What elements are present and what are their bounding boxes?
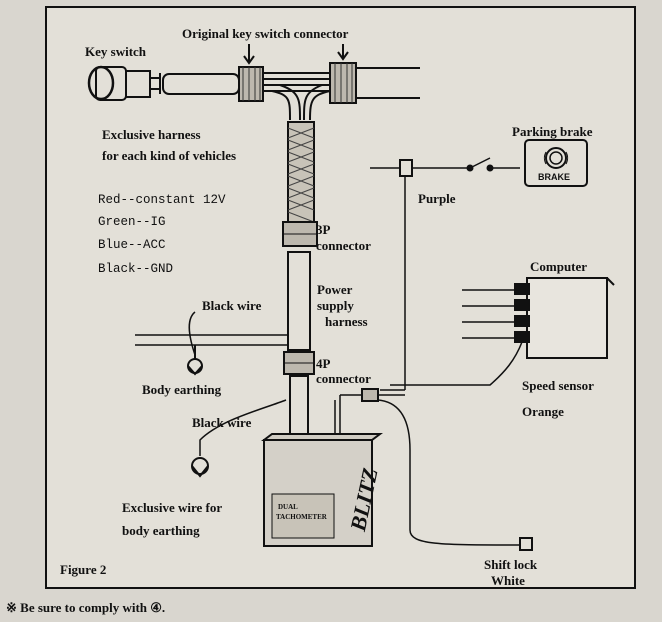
wire-legend-black: Black--GND <box>98 262 174 276</box>
label-parking-brake: Parking brake <box>512 124 593 139</box>
original-connector-right <box>329 62 357 104</box>
label-exclusive-wire-1: Exclusive wire for <box>122 500 223 515</box>
key-switch-icon <box>87 65 161 101</box>
label-power-2: supply <box>317 298 354 313</box>
brake-badge: BRAKE <box>538 172 571 182</box>
label-power-3: harness <box>325 314 368 329</box>
exclusive-earthing-terminal-icon <box>191 457 209 478</box>
label-computer: Computer <box>530 259 588 274</box>
label-key-switch: Key switch <box>85 44 147 59</box>
label-3p-2: connector <box>316 238 371 253</box>
wire-legend-blue: Blue--ACC <box>98 238 166 252</box>
label-harness-2: for each kind of vehicles <box>102 148 237 163</box>
wire-legend-green: Green--IG <box>98 215 166 229</box>
connector-3p <box>282 221 318 247</box>
label-purple: Purple <box>418 191 456 206</box>
footnote: ※ Be sure to comply with ④. <box>6 600 166 615</box>
label-black-wire-1: Black wire <box>202 298 262 313</box>
power-supply-harness <box>287 251 311 351</box>
label-4p-2: connector <box>316 371 371 386</box>
label-original-connector: Original key switch connector <box>182 26 349 41</box>
label-body-earthing: Body earthing <box>142 382 222 397</box>
label-3p-1: 3P <box>316 222 331 237</box>
label-power-1: Power <box>317 282 353 297</box>
label-speed-sensor: Speed sensor <box>522 378 594 393</box>
figure-caption: Figure 2 <box>60 562 107 577</box>
unit-model-1: DUAL <box>278 503 298 511</box>
label-black-wire-2: Black wire <box>192 415 252 430</box>
blitz-control-unit <box>261 433 383 547</box>
label-exclusive-wire-2: body earthing <box>122 523 200 538</box>
label-shift-lock: Shift lock <box>484 557 538 572</box>
harness-sleeve <box>162 73 240 95</box>
body-earthing-terminal-icon <box>187 345 203 376</box>
label-white: White <box>491 573 525 588</box>
vehicle-computer-icon <box>462 277 615 359</box>
label-4p-1: 4P <box>316 356 331 371</box>
wire-legend-red: Red--constant 12V <box>98 193 226 207</box>
exclusive-harness <box>287 121 315 223</box>
original-connector-left <box>238 66 264 102</box>
parking-brake-icon <box>524 139 588 187</box>
unit-model-2: TACHOMETER <box>276 513 327 521</box>
label-orange: Orange <box>522 404 564 419</box>
label-harness-1: Exclusive harness <box>102 127 201 142</box>
connector-4p <box>283 351 315 375</box>
